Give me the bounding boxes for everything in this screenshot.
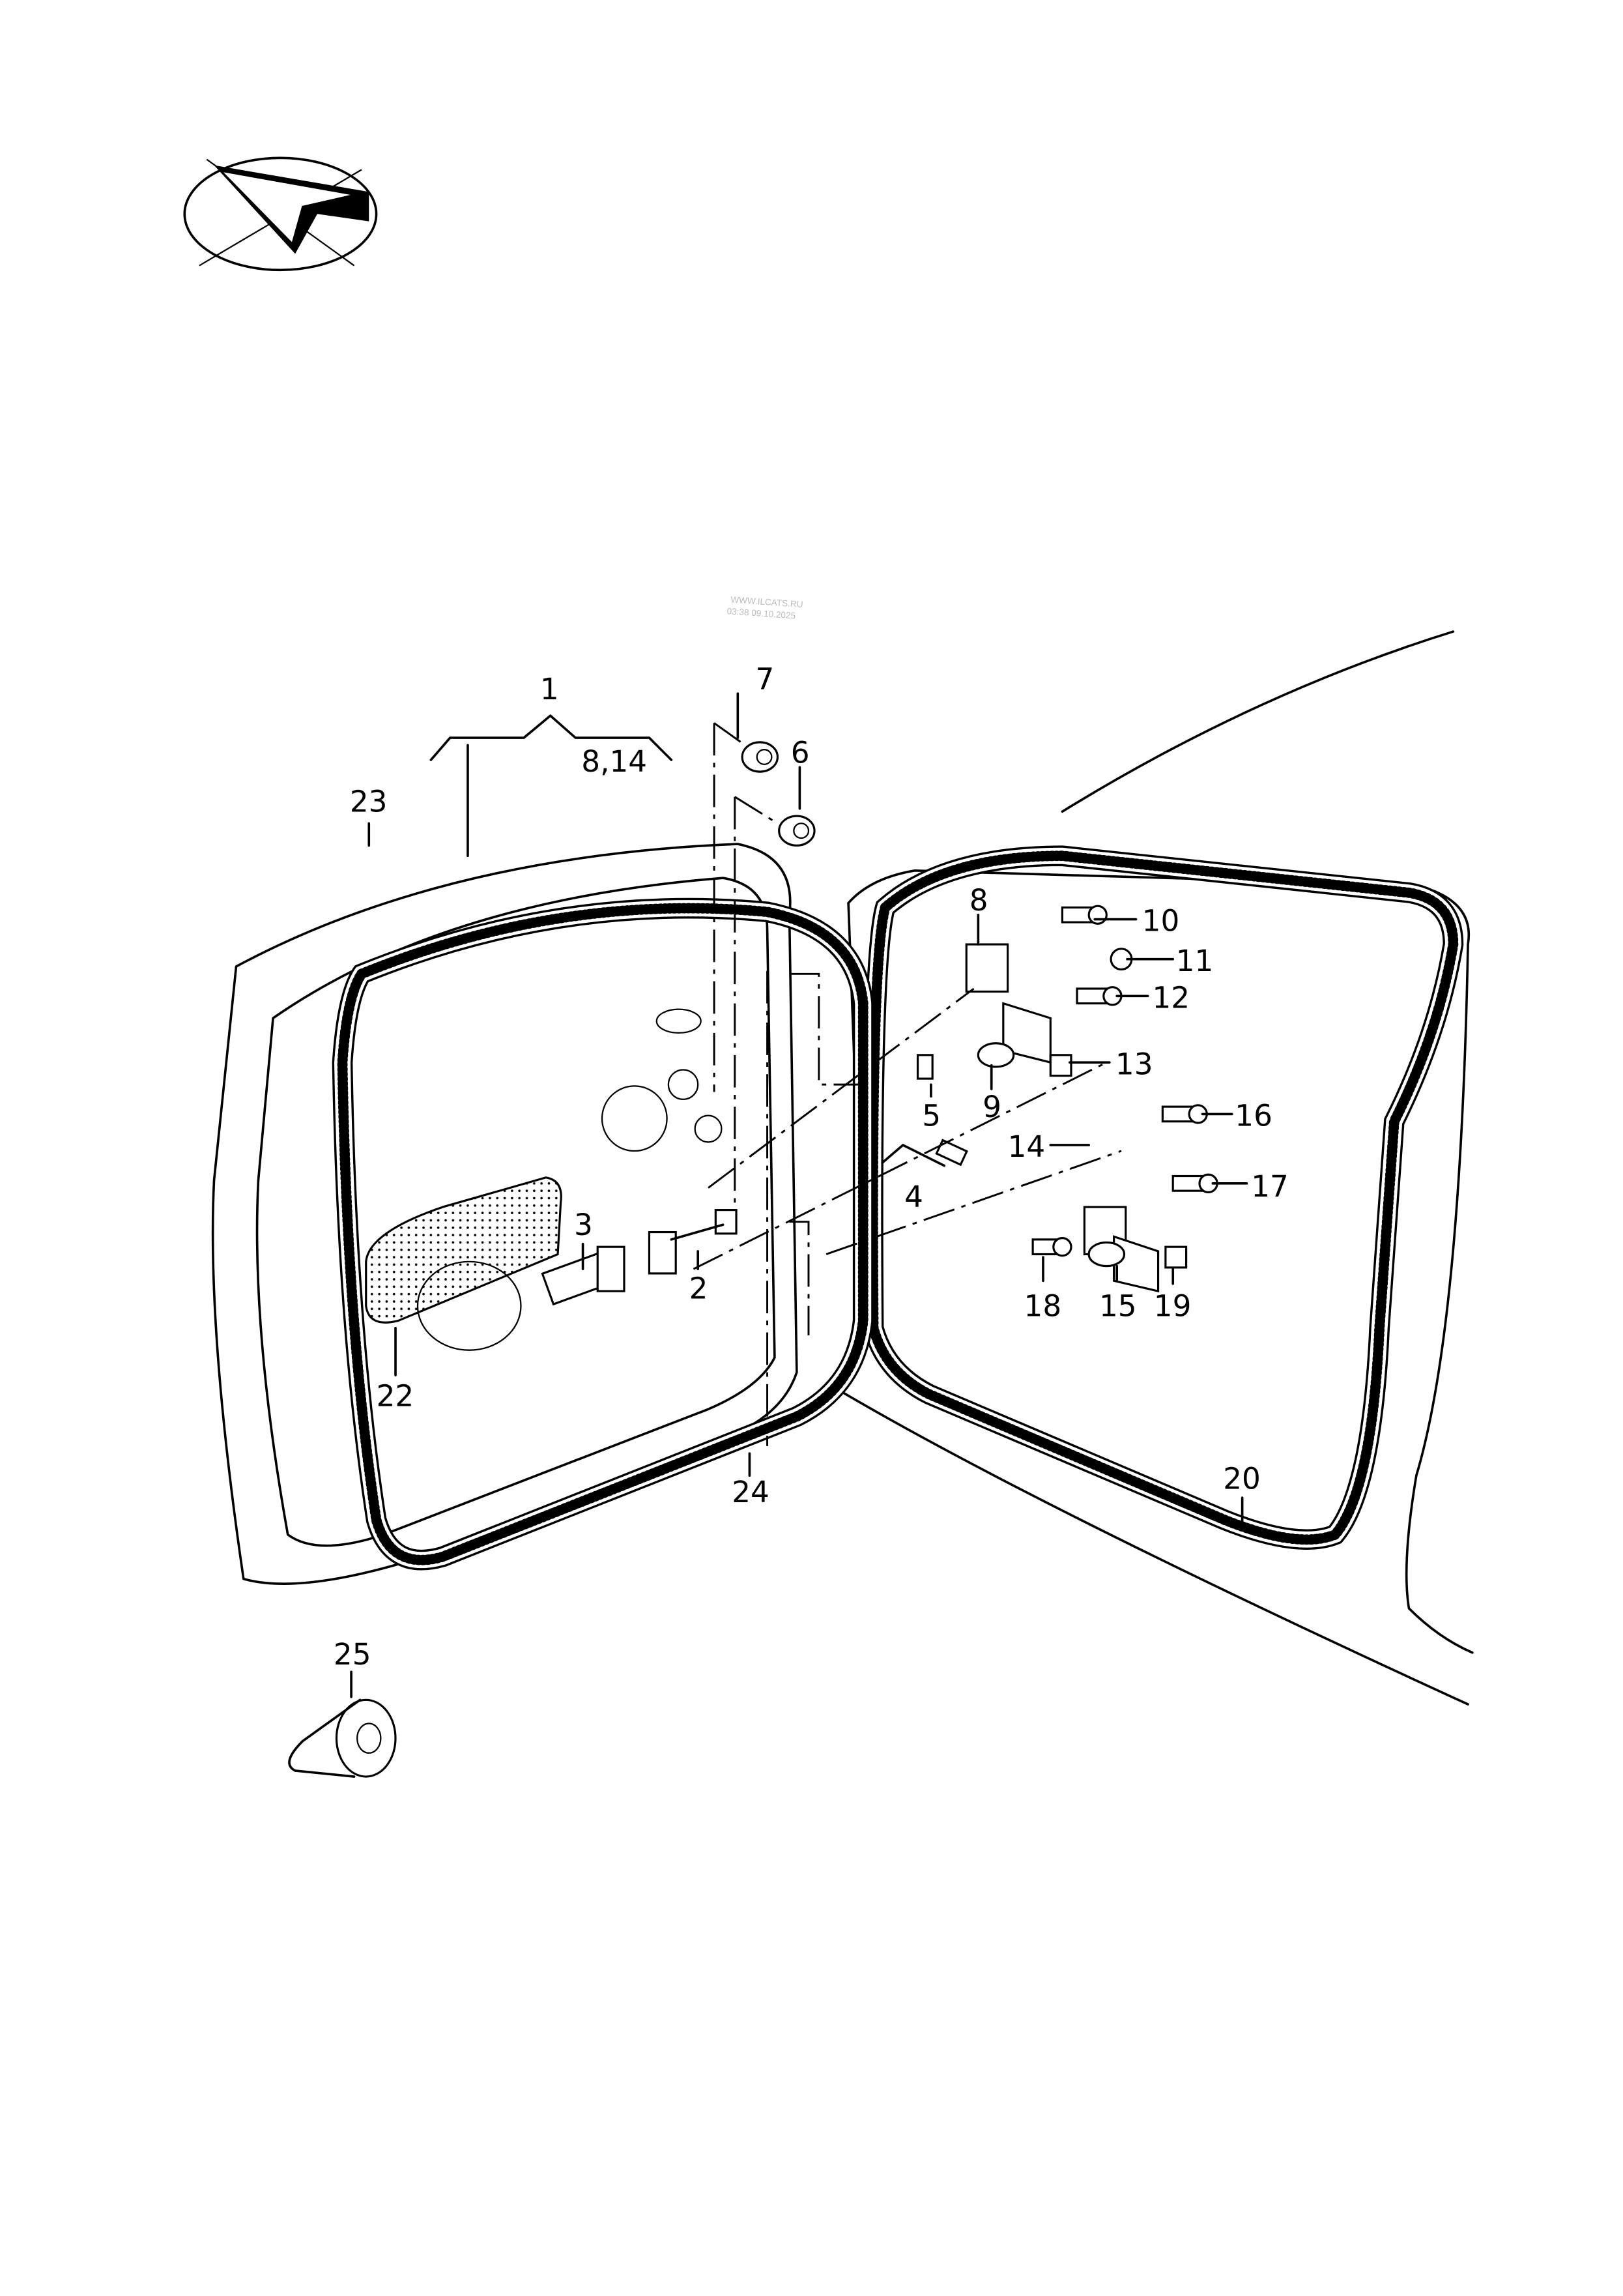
door-shell xyxy=(211,843,798,1585)
callout-17: 17 xyxy=(1251,1169,1289,1204)
callout-15: 15 xyxy=(1099,1289,1137,1324)
callout-2: 2 xyxy=(689,1271,708,1305)
car-body-outline xyxy=(832,630,1474,1706)
callout-10: 10 xyxy=(1142,904,1180,938)
sound-insulation-22 xyxy=(365,1176,562,1324)
callout-1: 1 xyxy=(540,672,559,706)
callout-3: 3 xyxy=(574,1208,593,1242)
callout-18: 18 xyxy=(1024,1289,1062,1324)
callout-8: 8 xyxy=(969,883,988,918)
callout-19: 19 xyxy=(1154,1289,1192,1324)
callout-12: 12 xyxy=(1153,980,1190,1015)
callout-5: 5 xyxy=(922,1099,941,1133)
callout-9: 9 xyxy=(983,1090,1001,1124)
callout-14: 14 xyxy=(1008,1129,1046,1164)
callout-1-includes: 8,14 xyxy=(581,744,647,779)
callout-6: 6 xyxy=(791,736,810,770)
callout-7: 7 xyxy=(755,661,774,696)
callout-23: 23 xyxy=(350,784,388,819)
callout-11: 11 xyxy=(1176,944,1214,978)
watermark-timestamp: 03:38 09.10.2025 xyxy=(726,606,796,620)
callout-13: 13 xyxy=(1115,1047,1153,1081)
callout-20: 20 xyxy=(1223,1462,1261,1496)
callout-labels: 1 8,14 2 3 4 5 6 7 8 9 10 11 12 13 14 15… xyxy=(334,661,1289,1672)
orientation-compass-icon xyxy=(183,156,378,272)
leader-lines xyxy=(350,692,1248,1698)
callout-24: 24 xyxy=(732,1475,769,1509)
watermark: WWW.ILCATS.RU 03:38 09.10.2025 xyxy=(726,594,803,620)
tape-roll-25 xyxy=(288,1698,397,1778)
callout-16: 16 xyxy=(1235,1099,1272,1133)
grommets xyxy=(741,741,816,847)
callout-4: 4 xyxy=(904,1180,923,1214)
door-check-strap xyxy=(541,1209,738,1306)
callout-25: 25 xyxy=(334,1637,371,1672)
callout-22: 22 xyxy=(377,1379,414,1414)
door-seal-24 xyxy=(332,897,874,1571)
hinges-and-bolts xyxy=(916,905,1218,1293)
